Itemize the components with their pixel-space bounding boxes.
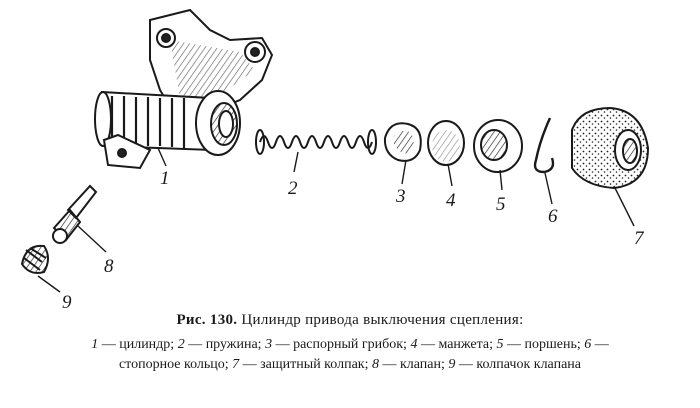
legend-item: 3 — распорный грибок;: [265, 337, 407, 352]
legend-item: 4 — манжета;: [410, 337, 494, 352]
part-label-9: 9: [62, 292, 72, 313]
cylinder-part: [94, 8, 274, 170]
caption-title-text: Цилиндр привода выключения сцепления:: [241, 312, 524, 328]
legend-item: стопорное кольцо;: [118, 357, 229, 372]
legend-item: 6 —: [584, 337, 609, 352]
legend-item: 7 — защитный колпак;: [232, 357, 369, 372]
part-label-6: 6: [548, 206, 558, 227]
part-label-5: 5: [496, 194, 506, 215]
caption-prefix: Рис. 130.: [176, 312, 238, 328]
valve-cap-part: [20, 244, 49, 274]
figure-caption: Рис. 130. Цилиндр привода выключения сце…: [0, 312, 700, 375]
caption-title: Рис. 130. Цилиндр привода выключения сце…: [0, 312, 700, 329]
caption-legend-line-1: 1 — цилиндр; 2 — пружина; 3 — распорный …: [0, 335, 700, 355]
legend-item: 2 — пружина;: [177, 337, 262, 352]
leader-lines: [37, 147, 635, 293]
boot-part: [571, 106, 650, 190]
part-label-8: 8: [104, 256, 114, 277]
part-label-2: 2: [288, 178, 298, 199]
spring-part: [255, 129, 377, 155]
exploded-view-drawing: 1 2 3 4 5 6 7 8 9: [20, 8, 650, 313]
legend-item: 5 — поршень;: [496, 337, 581, 352]
legend-item: 8 — клапан;: [371, 357, 445, 372]
part-label-4: 4: [446, 190, 456, 211]
spacer-part: [383, 122, 422, 162]
caption-legend-line-2: стопорное кольцо; 7 — защитный колпак; 8…: [0, 355, 700, 375]
legend-item: 1 — цилиндр;: [91, 337, 175, 352]
retaining-ring-part: [533, 117, 555, 174]
valve-part: [52, 184, 98, 244]
part-label-7: 7: [634, 228, 645, 249]
piston-part: [473, 119, 523, 173]
part-label-1: 1: [160, 168, 170, 189]
legend-item: 9 — колпачок клапана: [448, 357, 582, 372]
cup-part: [427, 120, 465, 166]
part-label-3: 3: [395, 186, 406, 207]
